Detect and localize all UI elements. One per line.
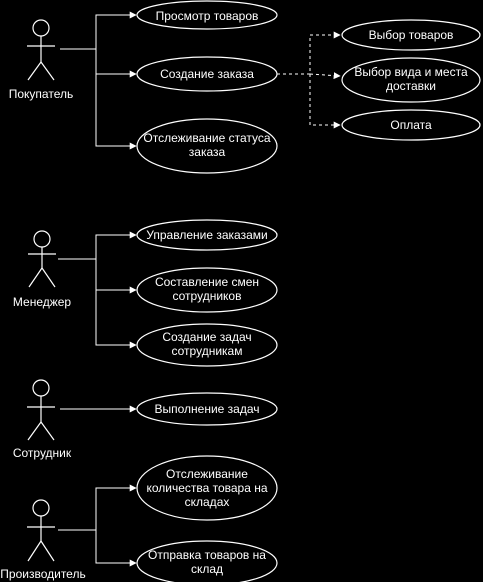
edge-manager-shifts (95, 259, 137, 294)
use-cases (136, 0, 481, 582)
uc-choose-goods (341, 19, 481, 51)
edge-buyer-browse (60, 11, 137, 50)
actor-buyer-head (32, 19, 50, 37)
edge-buyer-create-order (95, 49, 137, 78)
actor-buyer (27, 19, 55, 81)
connectors (58, 11, 137, 567)
edge-include-payment (309, 74, 341, 129)
actor-employee (27, 379, 55, 441)
uc-choose-delivery (341, 57, 481, 103)
uc-create-order-text: Создание заказа (160, 67, 254, 81)
uc-tasks-create (136, 323, 278, 367)
actor-buyer-label: Покупатель (9, 87, 73, 101)
uc-browse (136, 0, 278, 30)
edge-producer-stock (58, 484, 137, 531)
include-edges (277, 31, 341, 129)
edge-manager-tasks (95, 290, 137, 349)
edge-include-delivery (309, 72, 341, 80)
actor-employee-label: Сотрудник (13, 446, 72, 460)
uc-track-order (136, 118, 278, 174)
uc-shifts (136, 267, 278, 313)
uc-manage-orders (136, 219, 278, 251)
uc-create-order (136, 56, 278, 92)
edge-include-choose-goods (277, 31, 341, 75)
actor-manager-label: Менеджер (13, 295, 72, 309)
uc-stock-track (136, 455, 278, 521)
edge-producer-ship (95, 530, 137, 567)
edge-manager-orders (58, 231, 137, 260)
uc-manage-orders-text: Управление заказами (146, 228, 267, 242)
uc-browse-text: Просмотр товаров (156, 9, 259, 23)
uc-tasks-do-text: Выполнение задач (154, 402, 259, 416)
uc-choose-goods-text: Выбор товаров (369, 28, 454, 42)
actor-producer (27, 499, 55, 562)
actor-manager (28, 230, 56, 288)
uc-ship-goods (136, 540, 278, 582)
actor-producer-label: Производитель (0, 567, 85, 581)
uc-payment-text: Оплата (390, 118, 432, 132)
uc-tasks-do (136, 392, 278, 426)
edge-buyer-track (95, 74, 137, 150)
uc-payment (341, 109, 481, 141)
